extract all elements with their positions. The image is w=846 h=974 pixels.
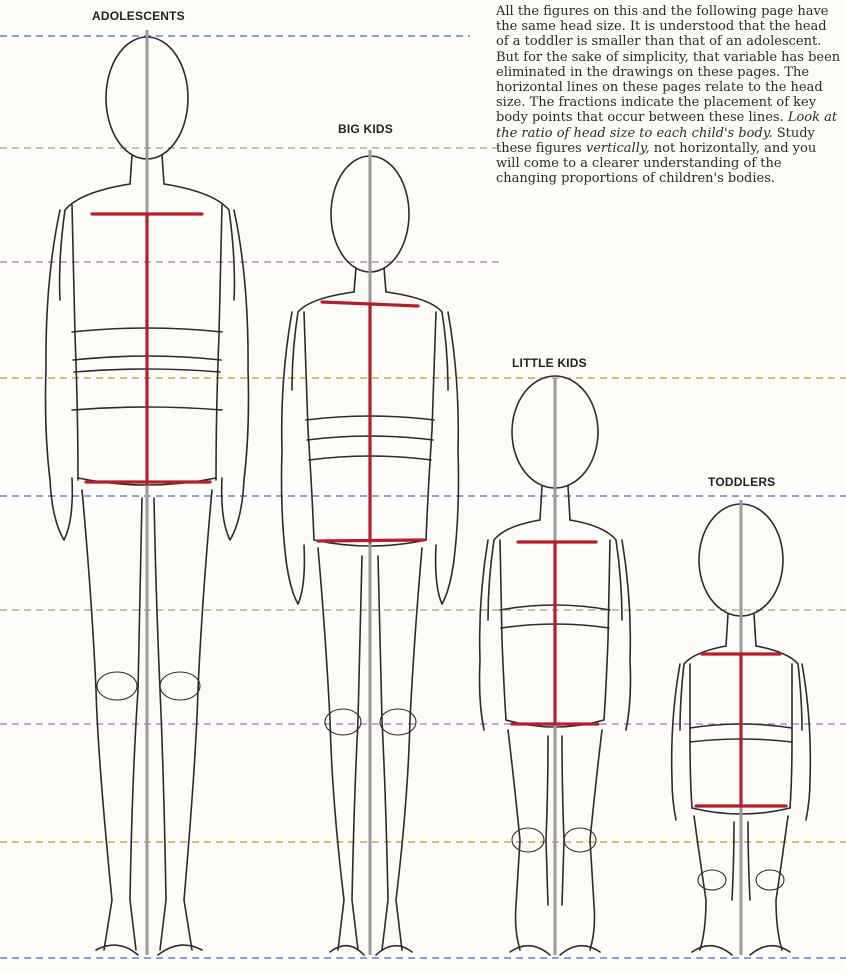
label-little-kids: LITTLE KIDS bbox=[512, 356, 587, 370]
big-kids-figure bbox=[282, 150, 459, 955]
adolescent-figure bbox=[46, 30, 249, 955]
intro-paragraph: All the figures on this and the followin… bbox=[496, 4, 842, 186]
toddlers-figure bbox=[672, 500, 811, 955]
intro-text-1: All the figures on this and the followin… bbox=[496, 4, 840, 125]
label-big-kids: BIG KIDS bbox=[338, 122, 393, 136]
little-kids-figure bbox=[480, 376, 631, 955]
label-toddlers: TODDLERS bbox=[708, 475, 775, 489]
label-adolescents: ADOLESCENTS bbox=[92, 9, 185, 23]
intro-emphasis-2: vertically, bbox=[586, 141, 650, 156]
